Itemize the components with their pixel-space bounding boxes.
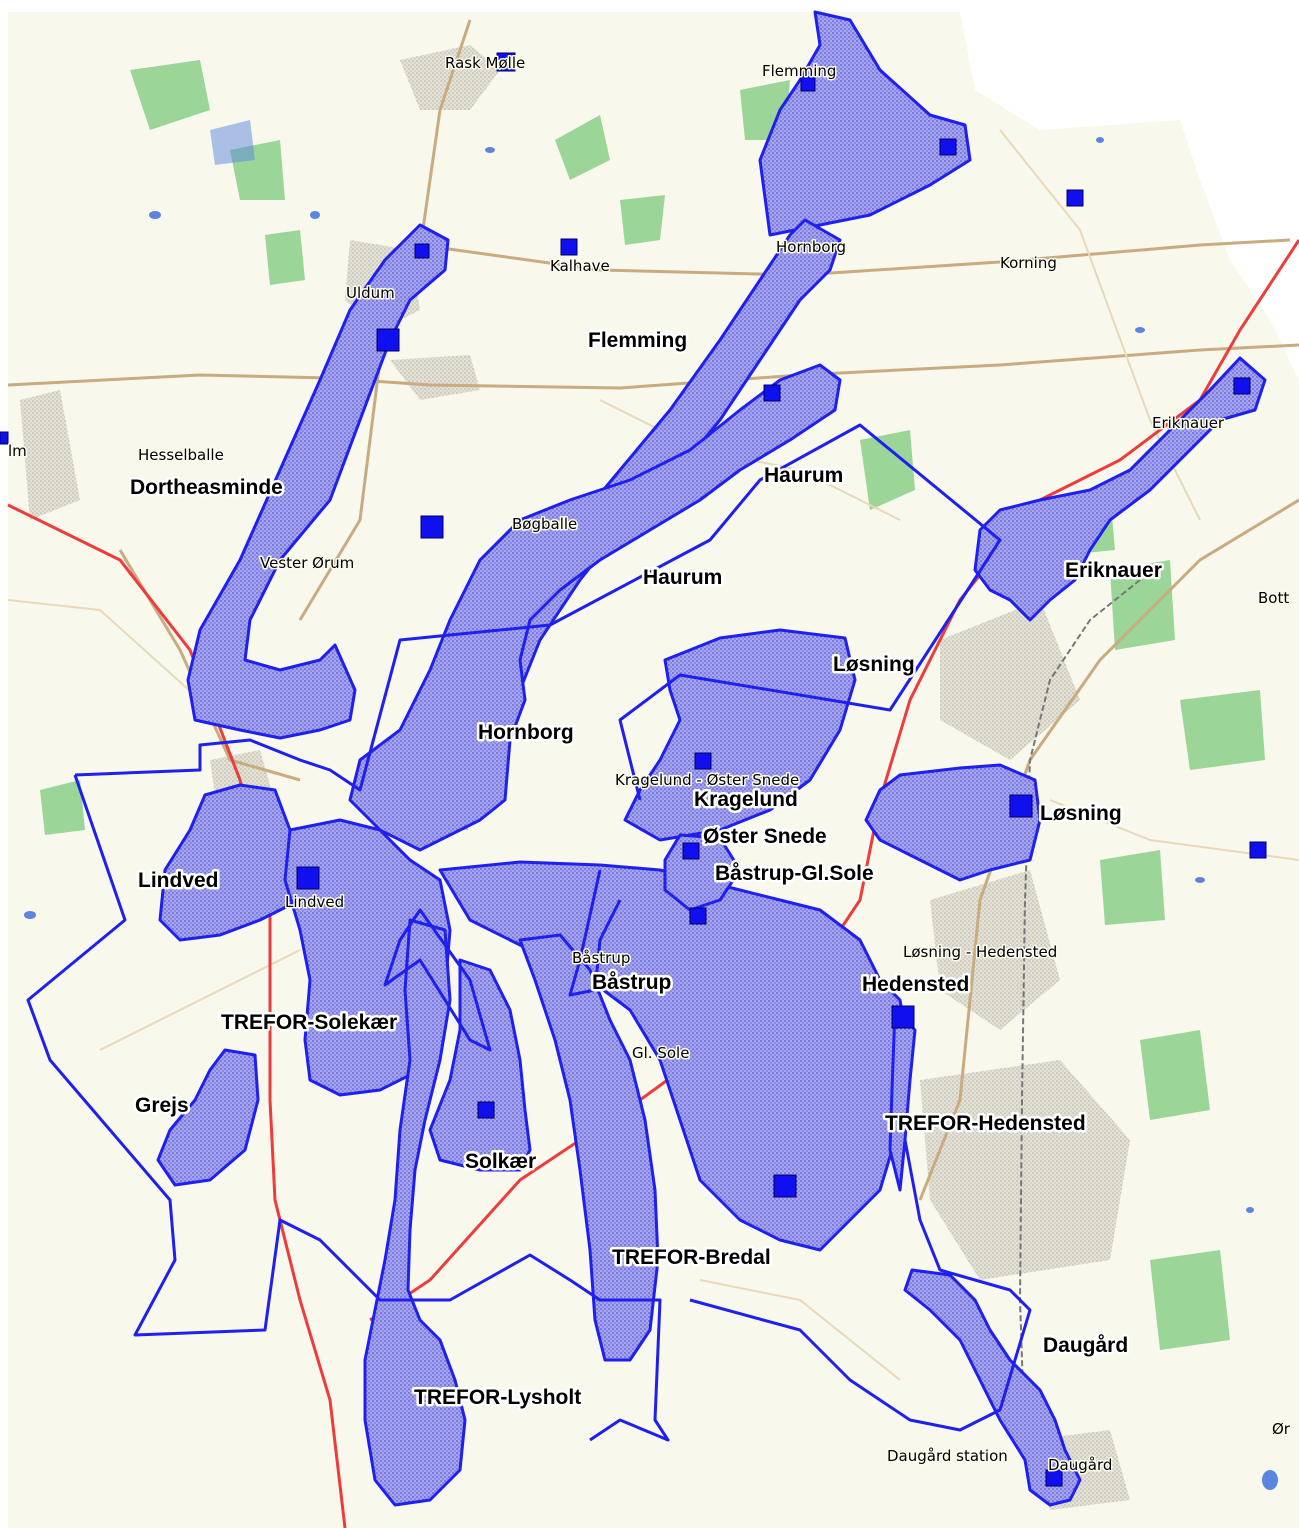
water-features [24, 120, 1278, 1490]
waterworks-marker-icon[interactable] [773, 1174, 797, 1198]
area-outlines [26, 423, 1032, 1442]
zone-label: Båstrup-Gl.Sole [715, 862, 874, 885]
place-label: lm [8, 442, 27, 460]
place-label: Korning [1000, 254, 1057, 272]
zone-flemming-corridor [508, 218, 842, 692]
zone-label: TREFOR-Bredal [612, 1246, 771, 1269]
zone-grejs [156, 1048, 260, 1187]
zone-loesning [864, 763, 1042, 882]
place-label: Daugård station [887, 1447, 1008, 1465]
zone-label: Hornborg [478, 721, 574, 744]
waterworks-marker-icon[interactable] [1009, 794, 1033, 818]
waterworks-marker-icon[interactable] [1249, 841, 1267, 859]
zone-hedensted-strip [888, 1008, 917, 1192]
waterworks-marker-icon[interactable] [694, 752, 712, 770]
place-label: Bøgballe [512, 515, 577, 533]
waterworks-marker-icon[interactable] [682, 842, 700, 860]
zone-label: Solkær [465, 1150, 536, 1173]
place-label: Hesselballe [138, 446, 224, 464]
zone-label: Øster Snede [703, 825, 827, 848]
zone-label: Løsning [1040, 802, 1122, 825]
waterworks-marker-icon[interactable] [376, 328, 400, 352]
place-label: Rask Mølle [445, 54, 525, 72]
zone-label: Båstrup [592, 971, 671, 994]
place-label: Flemming [762, 62, 836, 80]
waterworks-markers [0, 52, 1267, 1487]
place-label: Løsning - Hedensted [903, 943, 1057, 961]
zone-label: TREFOR-Hedensted [885, 1112, 1086, 1135]
place-label: Vester Ørum [260, 554, 354, 572]
zone-label: Haurum [764, 464, 843, 487]
place-label: Hornborg [776, 238, 846, 256]
zone-labels: Flemming Dortheasminde Haurum Haurum Eri… [128, 327, 1165, 1412]
zone-trefor-lysholt [363, 918, 467, 1507]
waterworks-marker-icon[interactable] [1066, 189, 1084, 207]
zone-label: Grejs [135, 1094, 189, 1117]
zone-trefor-bredal [518, 933, 660, 1362]
place-label: Båstrup [572, 949, 630, 967]
waterworks-marker-icon[interactable] [420, 515, 444, 539]
zone-kragelund [623, 628, 857, 842]
zone-label: Flemming [588, 329, 687, 352]
zone-label: Dortheasminde [130, 476, 283, 499]
place-label: Daugård [1048, 1456, 1112, 1474]
supply-zones [156, 10, 1267, 1507]
place-label: Ør [1272, 1420, 1291, 1438]
waterworks-marker-icon[interactable] [939, 138, 957, 156]
zone-label: Eriknauer [1065, 559, 1162, 582]
zone-label: Haurum [643, 566, 722, 589]
waterworks-marker-icon[interactable] [560, 238, 578, 256]
place-labels: Rask Mølle Flemming Hornborg Kalhave Kor… [7, 53, 1293, 1476]
waterworks-marker-icon[interactable] [891, 1005, 915, 1029]
zone-haurum [348, 363, 842, 852]
zone-label: Hedensted [862, 973, 969, 996]
waterworks-marker-icon[interactable] [1233, 377, 1251, 395]
zone-label: Lindved [138, 869, 219, 892]
place-label: Kragelund - Øster Snede [615, 771, 799, 789]
place-label: Bott [1258, 589, 1289, 607]
place-label: Lindved [285, 893, 344, 911]
zone-dortheasminde [186, 223, 450, 740]
waterworks-marker-icon[interactable] [496, 52, 516, 72]
zone-lindved [158, 783, 312, 942]
zone-eriknauer [973, 356, 1267, 622]
zone-label: TREFOR-Lysholt [414, 1386, 581, 1409]
place-label: Gl. Sole [632, 1044, 689, 1062]
place-label: Uldum [346, 284, 395, 302]
waterworks-marker-icon[interactable] [1045, 1469, 1063, 1487]
waterworks-marker-icon[interactable] [414, 243, 430, 259]
waterworks-marker-icon[interactable] [689, 907, 707, 925]
zone-flemming-north [758, 10, 972, 237]
zone-label: Kragelund [694, 788, 798, 811]
waterworks-marker-icon[interactable] [0, 431, 9, 445]
place-label: Kalhave [550, 257, 610, 275]
waterworks-marker-icon[interactable] [296, 866, 320, 890]
waterworks-marker-icon[interactable] [800, 76, 816, 92]
zone-solkaer [428, 958, 532, 1172]
waterworks-marker-icon[interactable] [477, 1101, 495, 1119]
zone-daugaard [903, 1268, 1082, 1507]
place-label: Eriknauer [1152, 414, 1225, 432]
waterworks-marker-icon[interactable] [763, 384, 781, 402]
zone-label: Løsning [833, 653, 915, 676]
zone-label: Daugård [1043, 1334, 1128, 1357]
zone-label: TREFOR-Solekær [221, 1011, 397, 1034]
